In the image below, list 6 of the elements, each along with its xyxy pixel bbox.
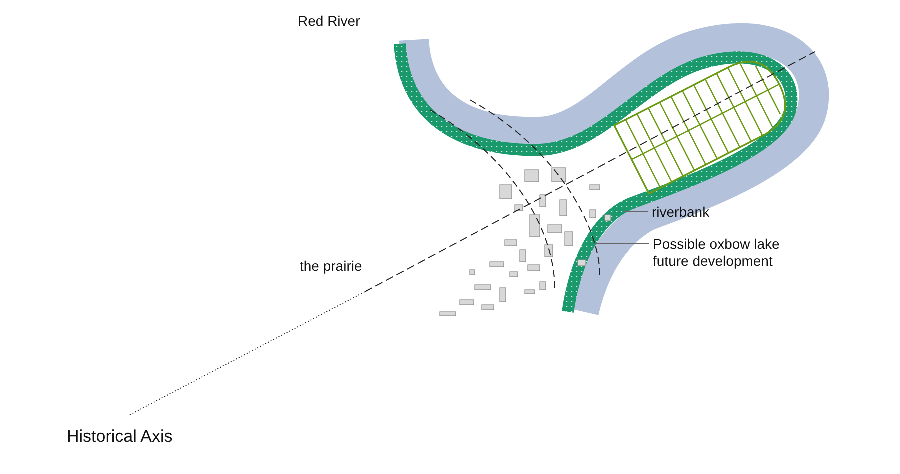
map-label: Red River: [298, 12, 360, 30]
callout-text: Possible oxbow lake future development: [653, 236, 783, 270]
map-label: Historical Axis: [67, 426, 173, 447]
riverbank-label: riverbank: [652, 204, 710, 221]
map-label: the prairie: [300, 257, 362, 275]
riverbank-strip: [394, 43, 798, 314]
